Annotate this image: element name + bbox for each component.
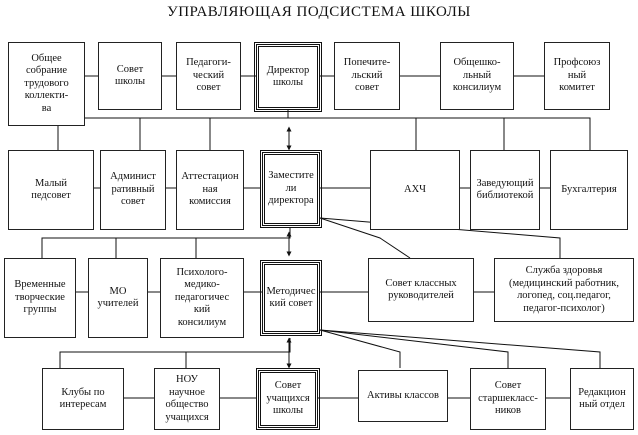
node-pedagogical-council: Педагоги- ческий совет [176, 42, 241, 110]
node-board-of-trustees: Попечите- льский совет [334, 42, 400, 110]
node-general-meeting: Общее собрание трудового коллекти- ва [8, 42, 85, 126]
node-parent-consilium: Общешко- льный консилиум [440, 42, 514, 110]
node-class-leaders: Совет классных руководителей [368, 258, 474, 322]
node-methodical-council: Методичес кий совет [260, 260, 322, 336]
node-deputy-directors: Заместите ли директора [260, 150, 322, 228]
node-director: Директор школы [254, 42, 322, 112]
node-health-service: Служба здоровья (медицинский работник, л… [494, 258, 634, 322]
node-student-council: Совет учащихся школы [256, 368, 320, 430]
diagram-title: УПРАВЛЯЮЩАЯ ПОДСИСТЕМА ШКОЛЫ [167, 4, 471, 20]
node-attestation-commission: Аттестацион ная комиссия [176, 150, 244, 230]
node-mo-teachers: МО учителей [88, 258, 148, 338]
node-library-head: Заведующий библиотекой [470, 150, 540, 230]
node-clubs: Клубы по интересам [42, 368, 124, 430]
node-class-assets: Активы классов [358, 370, 448, 422]
node-nou: НОУ научное общество учащихся [154, 368, 220, 430]
node-small-council: Малый педсовет [8, 150, 94, 230]
node-psych-consilium: Психолого- медико- педагогичес кий конси… [160, 258, 244, 338]
node-school-council: Совет школы [98, 42, 162, 110]
node-creative-groups: Временные творческие группы [4, 258, 76, 338]
node-trade-union: Профсоюз ный комитет [544, 42, 610, 110]
node-admin-council: Админист ративный совет [100, 150, 166, 230]
node-editorial: Редакцион ный отдел [570, 368, 634, 430]
node-senior-council: Совет старшекласс- ников [470, 368, 546, 430]
node-accounting: Бухгалтерия [550, 150, 628, 230]
node-ahch: АХЧ [370, 150, 460, 230]
